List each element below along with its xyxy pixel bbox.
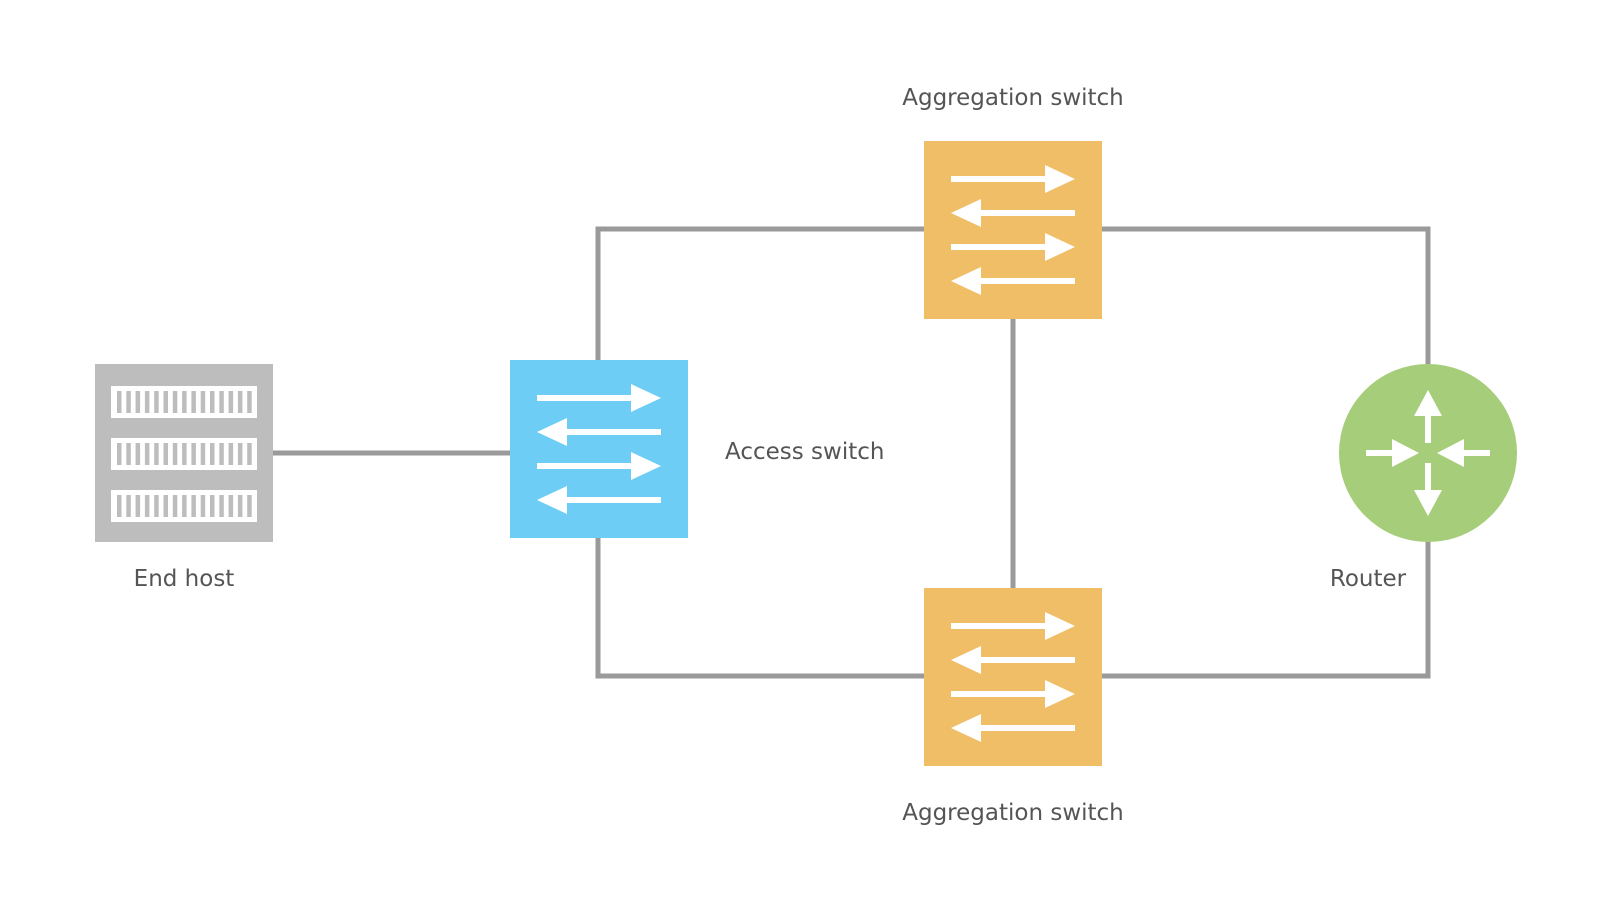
switch-arrows-icon	[951, 165, 1075, 295]
link-aggregation-bottom-router	[1102, 538, 1431, 679]
arrowhead-right	[1045, 165, 1075, 193]
server-icon	[111, 386, 257, 522]
server-vent	[117, 443, 122, 465]
aggregation-switch-top-box	[924, 141, 1102, 319]
switch-arrows-icon	[537, 384, 661, 514]
link-access-aggregation-bottom	[595, 536, 924, 679]
server-vent	[247, 495, 252, 517]
server-vent	[172, 495, 178, 517]
link-aggregation-top-router	[1102, 226, 1431, 366]
links	[266, 226, 1431, 679]
server-vent	[210, 391, 215, 413]
access-switch-box	[510, 360, 688, 538]
server-vent	[219, 443, 224, 465]
end-host-node[interactable]	[95, 364, 273, 542]
aggregation-switch-top-node[interactable]	[924, 141, 1102, 319]
server-vent	[219, 391, 224, 413]
server-vent	[126, 443, 131, 465]
server-vent	[228, 391, 234, 413]
server-vent	[144, 391, 150, 413]
arrowhead-left	[951, 714, 981, 742]
link-access-aggregation-top	[595, 226, 924, 360]
router-arrows-icon	[1366, 390, 1490, 516]
arrowhead-left	[951, 646, 981, 674]
arrowhead-left	[951, 267, 981, 295]
arrowhead-right	[631, 452, 661, 480]
end-host-label: End host	[134, 566, 235, 592]
server-vent	[135, 391, 141, 413]
server-vent	[210, 443, 215, 465]
server-vent	[191, 495, 196, 517]
switch-arrows-icon	[951, 612, 1075, 742]
aggregation-switch-bottom-node[interactable]	[924, 588, 1102, 766]
access-switch-node[interactable]	[510, 360, 688, 538]
server-vent	[191, 391, 196, 413]
server-vent	[182, 495, 187, 517]
server-vent	[135, 443, 141, 465]
access-switch-label: Access switch	[725, 439, 884, 465]
aggregation-switch-bottom-label: Aggregation switch	[902, 800, 1124, 826]
arrowhead-left	[537, 486, 567, 514]
arrowhead-right	[1045, 680, 1075, 708]
router-node[interactable]	[1339, 364, 1517, 542]
server-vent	[237, 495, 243, 517]
server-vent	[228, 495, 234, 517]
server-vent	[219, 495, 224, 517]
server-vent	[247, 391, 252, 413]
server-vent	[237, 391, 243, 413]
server-vent	[200, 391, 206, 413]
aggregation-switch-top-label: Aggregation switch	[902, 85, 1124, 111]
server-vent	[200, 495, 206, 517]
server-vent	[117, 391, 122, 413]
server-vent	[154, 391, 159, 413]
server-vent	[163, 495, 168, 517]
arrowhead-left	[951, 199, 981, 227]
server-vent	[247, 443, 252, 465]
server-vent	[144, 443, 150, 465]
server-vent	[135, 495, 141, 517]
server-vent	[154, 443, 159, 465]
arrowhead-left	[537, 418, 567, 446]
server-vent	[126, 495, 131, 517]
server-vent	[200, 443, 206, 465]
server-vent	[182, 391, 187, 413]
server-vent	[163, 391, 168, 413]
server-vent	[117, 495, 122, 517]
server-vent	[172, 391, 178, 413]
server-vent	[237, 443, 243, 465]
server-vent	[126, 391, 131, 413]
router-label: Router	[1330, 566, 1407, 592]
server-vent	[191, 443, 196, 465]
server-vent	[144, 495, 150, 517]
server-vent	[154, 495, 159, 517]
aggregation-switch-bottom-box	[924, 588, 1102, 766]
arrowhead-right	[1045, 612, 1075, 640]
server-vent	[210, 495, 215, 517]
router-circle	[1339, 364, 1517, 542]
arrowhead-right	[1045, 233, 1075, 261]
server-vent	[182, 443, 187, 465]
server-vent	[163, 443, 168, 465]
arrowhead-right	[631, 384, 661, 412]
server-vent	[172, 443, 178, 465]
server-vent	[228, 443, 234, 465]
